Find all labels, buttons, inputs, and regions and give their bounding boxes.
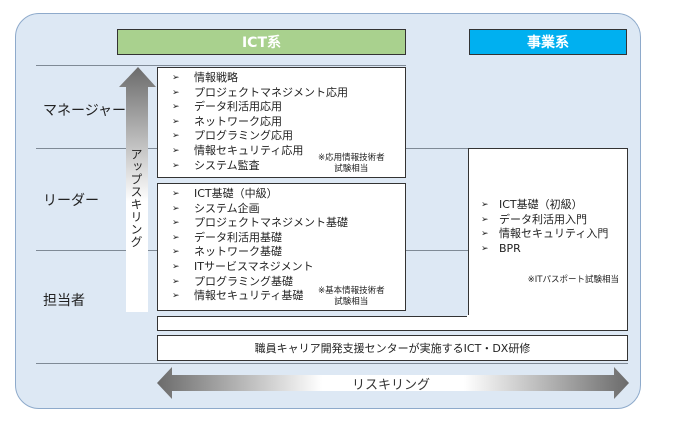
bullet-arrow-icon: ➢ [172, 116, 180, 127]
bullet-arrow-icon: ➢ [172, 131, 180, 142]
bullet-arrow-icon: ➢ [172, 102, 180, 113]
upskilling-arrow-icon [119, 67, 156, 312]
bullet-arrow-icon: ➢ [481, 229, 489, 240]
course-item: ➢ネットワーク基礎 [172, 245, 282, 259]
leader-exam-note: ※基本情報技術者 試験相当 [318, 286, 385, 307]
business-exam-note: ※ITパスポート試験相当 [527, 275, 619, 285]
bullet-arrow-icon: ➢ [172, 160, 180, 171]
course-item: ➢プログラミング基礎 [172, 274, 293, 288]
bullet-arrow-icon: ➢ [172, 87, 180, 98]
bullet-arrow-icon: ➢ [172, 291, 180, 302]
ict-header: ICT系 [117, 29, 406, 55]
bullet-arrow-icon: ➢ [481, 200, 489, 210]
course-item: ➢プロジェクトマネジメント基礎 [172, 216, 348, 230]
business-course-list: ➢ICT基礎（初級） ➢データ利活用入門 ➢情報セキュリティ入門 ➢BPR [481, 198, 608, 256]
bullet-arrow-icon: ➢ [172, 73, 180, 83]
course-item: ➢BPR [481, 241, 521, 255]
course-item: ➢情報セキュリティ応用 [172, 143, 304, 157]
bullet-arrow-icon: ➢ [481, 243, 489, 254]
course-item: ➢データ利活用応用 [172, 100, 282, 114]
bullet-arrow-icon: ➢ [481, 214, 489, 225]
course-item: ➢プログラミング応用 [172, 129, 293, 143]
upskilling-label: アップスキリング [129, 148, 143, 248]
course-item: ➢プロジェクトマネジメント応用 [172, 85, 348, 99]
course-item: ➢データ利活用基礎 [172, 230, 282, 244]
level-label-manager: マネージャー [43, 103, 127, 119]
business-header: 事業系 [469, 29, 627, 55]
reskilling-arrow-shape [157, 367, 629, 399]
bullet-arrow-icon: ➢ [172, 145, 180, 156]
manager-course-list: ➢情報戦略 ➢プロジェクトマネジメント応用 ➢データ利活用応用 ➢ネットワーク応… [172, 71, 348, 173]
course-item: ➢システム企画 [172, 201, 260, 215]
business-box-bottom-strip [157, 316, 628, 331]
business-header-label: 事業系 [527, 35, 569, 51]
manager-exam-note: ※応用情報技術者 試験相当 [318, 153, 385, 174]
business-course-box: ➢ICT基礎（初級） ➢データ利活用入門 ➢情報セキュリティ入門 ➢BPR ※I… [468, 148, 628, 331]
business-box-joint [467, 315, 627, 318]
course-item: ➢情報セキュリティ入門 [481, 227, 609, 241]
reskilling-arrow-icon [157, 367, 629, 399]
bullet-arrow-icon: ➢ [172, 261, 180, 272]
course-item: ➢情報セキュリティ基礎 [172, 289, 304, 303]
training-bar-label: 職員キャリア開発支援センターが実施するICT・DX研修 [254, 342, 531, 355]
course-item: ➢情報戦略 [172, 71, 238, 84]
ict-header-label: ICT系 [241, 35, 282, 51]
level-divider-bottom [36, 363, 628, 364]
course-item: ➢ITサービスマネジメント [172, 259, 314, 273]
bullet-arrow-icon: ➢ [172, 232, 180, 243]
level-label-staff: 担当者 [43, 293, 85, 309]
bullet-arrow-icon: ➢ [172, 247, 180, 258]
course-item: ➢ネットワーク応用 [172, 114, 282, 128]
reskilling-label: リスキリング [352, 378, 431, 393]
leader-course-box: ➢ICT基礎（中級） ➢システム企画 ➢プロジェクトマネジメント基礎 ➢データ利… [157, 183, 406, 311]
bullet-arrow-icon: ➢ [172, 203, 180, 214]
training-bar: 職員キャリア開発支援センターが実施するICT・DX研修 [157, 335, 628, 361]
course-item: ➢システム監査 [172, 158, 260, 172]
bullet-arrow-icon: ➢ [172, 276, 180, 287]
level-divider-top [36, 65, 406, 66]
upskilling-arrow-shape [119, 67, 156, 312]
bullet-arrow-icon: ➢ [172, 189, 180, 199]
manager-course-box: ➢情報戦略 ➢プロジェクトマネジメント応用 ➢データ利活用応用 ➢ネットワーク応… [157, 67, 406, 178]
course-item: ➢ICT基礎（初級） [481, 198, 583, 211]
course-item: ➢ICT基礎（中級） [172, 187, 278, 200]
course-item: ➢データ利活用入門 [481, 212, 587, 226]
leader-course-list: ➢ICT基礎（中級） ➢システム企画 ➢プロジェクトマネジメント基礎 ➢データ利… [172, 187, 348, 304]
level-label-leader: リーダー [43, 193, 99, 209]
bullet-arrow-icon: ➢ [172, 218, 180, 229]
